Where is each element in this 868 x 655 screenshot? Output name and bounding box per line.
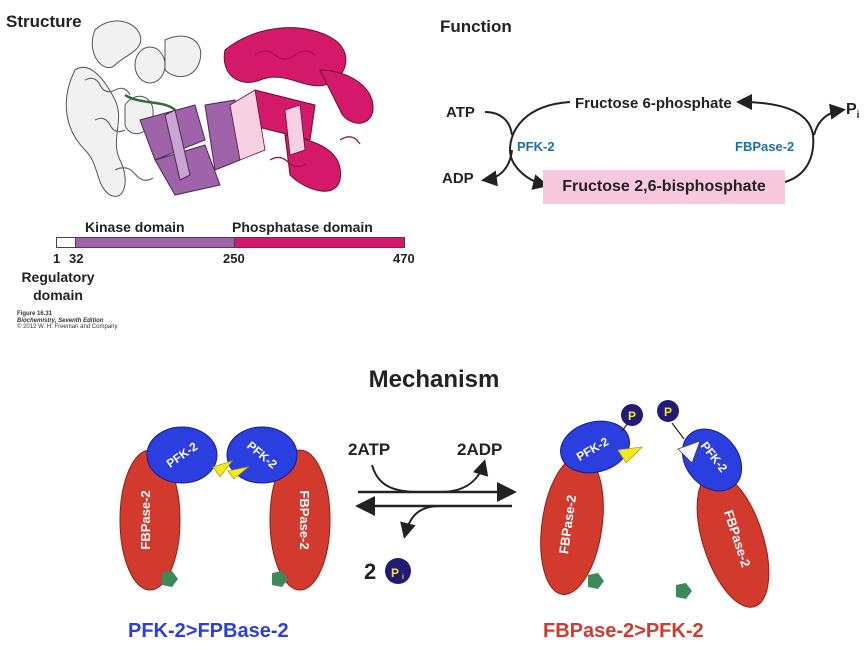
residue-32: 32 (69, 251, 84, 266)
regulatory-segment (56, 237, 76, 248)
figure-caption: Figure 16.31 Biochemistry, Seventh Editi… (17, 311, 117, 331)
two-pi-coefficient: 2 (364, 559, 376, 584)
right-dimer: FBPase-2 PFK-2 P FBPase-2 PFK-2 P (540, 400, 770, 608)
function-arrows (481, 94, 846, 190)
right-phosphate-a-label: P (628, 409, 636, 423)
regulatory-domain-label: Regulatory domain (21, 269, 95, 303)
fructose-2-6-bisphosphate-box: Fructose 2,6-bisphosphate (543, 170, 785, 204)
fbpase2-arrow (736, 94, 815, 183)
right-phosphate-b (657, 400, 679, 422)
residue-1: 1 (53, 251, 61, 266)
protein-ribbon-image (65, 20, 374, 197)
left-pfk2-subunit-a (146, 426, 218, 484)
function-title: Function (440, 17, 512, 36)
residue-470: 470 (393, 251, 415, 266)
caption-book: Biochemistry, Seventh Edition (17, 317, 104, 324)
left-green-tag-a (162, 571, 178, 587)
fructose-6-phosphate-label: Fructose 6-phosphate (575, 95, 732, 112)
left-state-caption: PFK-2>FPBase-2 (128, 620, 289, 642)
two-atp-label: 2ATP (348, 440, 390, 459)
phosphatase-domain-label: Phosphatase domain (232, 219, 373, 235)
right-phosphate-a (621, 404, 643, 426)
two-adp-label: 2ADP (457, 440, 502, 459)
caption-copyright: © 2012 W. H. Freeman and Company (17, 324, 118, 330)
atp-label: ATP (446, 104, 475, 121)
atp-consumed-arc (371, 464, 421, 493)
equilibrium-arrows (355, 459, 517, 539)
kinase-domain-label: Kinase domain (85, 219, 185, 235)
atp-in-arc (484, 111, 513, 136)
right-ligand-b-open (677, 440, 701, 464)
mechanism-title: Mechanism (368, 366, 500, 393)
pi-phosphate-circle (385, 558, 411, 584)
pi-phosphate-sub: i (402, 574, 404, 581)
pi-product-label: Pi (846, 101, 859, 121)
right-green-tag-b (676, 583, 692, 599)
mechanism-diagram: FBPase-2 PFK-2 FBPase-2 PFK-2 2ATP 2ADP … (119, 400, 770, 608)
pfk2-arrow (508, 101, 571, 190)
adp-label: ADP (442, 170, 474, 187)
fbpase2-enzyme-label: FBPase-2 (735, 139, 795, 154)
adp-out-arc (481, 149, 513, 187)
left-fbpase2-subunit-b (269, 449, 331, 591)
left-fbpase2-label-b: FBPase-2 (297, 490, 312, 549)
residue-250: 250 (223, 251, 245, 266)
pi-released-arc (400, 505, 441, 539)
phosphatase-segment (234, 237, 405, 248)
caption-figure-number: Figure 16.31 (17, 311, 53, 317)
pfk2-enzyme-label: PFK-2 (517, 139, 555, 154)
domain-bar (56, 237, 405, 248)
pi-phosphate-label: P (391, 566, 399, 580)
right-ligand-a (617, 446, 644, 464)
pi-out-arc (813, 103, 846, 136)
fructose-2-6-bisphosphate-label: Fructose 2,6-bisphosphate (562, 178, 766, 195)
left-dimer: FBPase-2 PFK-2 FBPase-2 PFK-2 (119, 426, 331, 591)
pi-letter: P (846, 101, 857, 118)
right-pfk2-subunit-a (560, 420, 630, 474)
right-state-caption: FBPase-2>PFK-2 (543, 620, 704, 642)
left-ligand-b (227, 466, 250, 480)
right-green-tag-a (588, 573, 604, 589)
left-ligand-a (212, 460, 234, 478)
adp-released-arc (439, 459, 489, 493)
kinase-segment (75, 237, 235, 248)
right-phosphate-b-label: P (664, 405, 672, 419)
structure-title: Structure (6, 12, 82, 31)
left-fbpase2-label-a: FBPase-2 (138, 490, 153, 549)
pi-subscript: i (856, 110, 860, 122)
left-green-tag-b (272, 571, 288, 587)
